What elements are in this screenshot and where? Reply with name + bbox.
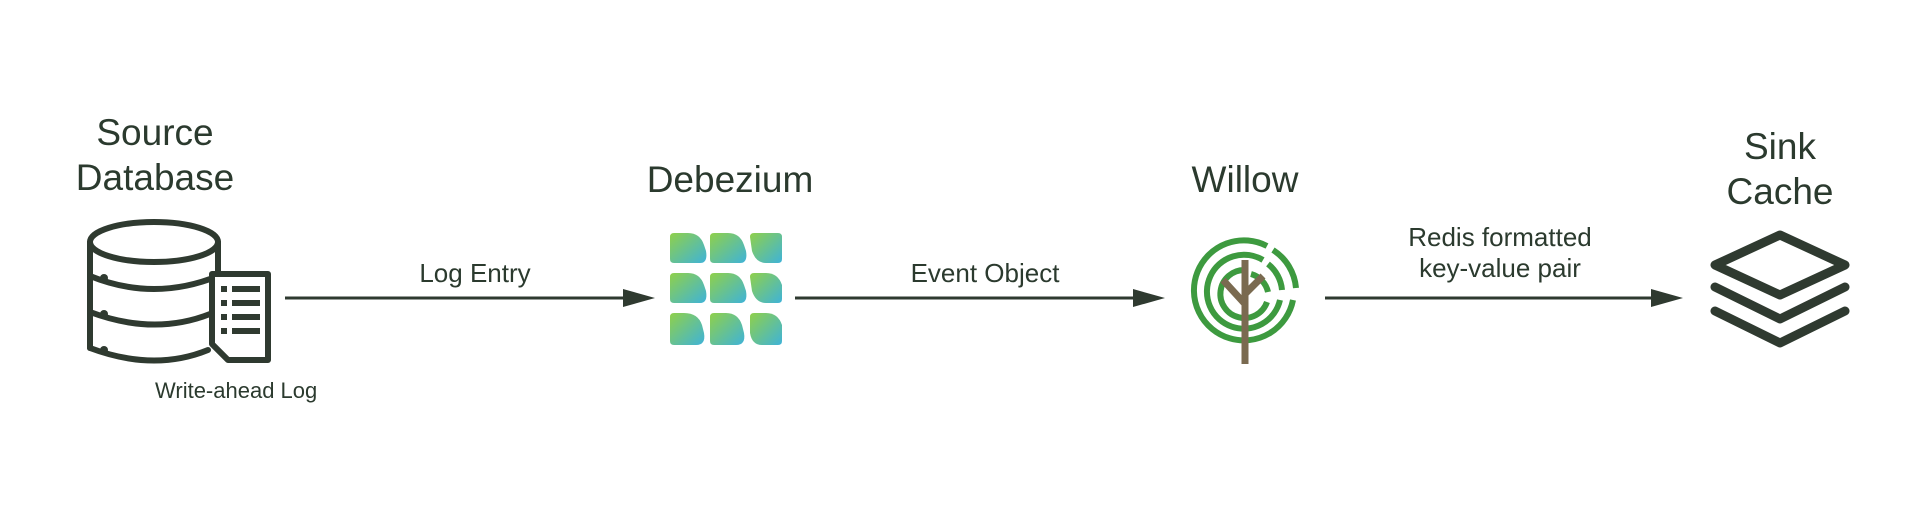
database-icon (87, 219, 271, 364)
debezium-title: Debezium (646, 159, 814, 200)
source-title-line1: Source (96, 112, 214, 153)
redis-label: Redis formatted key-value pair (1370, 222, 1630, 284)
log-entry-label: Log Entry (419, 258, 531, 288)
redis-label-line2: key-value pair (1419, 253, 1581, 283)
redis-label-line1: Redis formatted (1408, 222, 1592, 252)
sink-title-line1: Sink (1744, 126, 1816, 167)
source-title-line2: Database (75, 157, 235, 198)
willow-title: Willow (1191, 159, 1299, 200)
stacked-layers-icon (1710, 230, 1850, 348)
sink-cache-title: Sink Cache (1680, 124, 1880, 214)
willow-tree-logo-icon (1190, 237, 1299, 364)
arrow-log-entry (285, 289, 655, 307)
write-ahead-log-label: Write-ahead Log (155, 378, 318, 403)
debezium-logo-icon (670, 233, 782, 345)
event-object-label: Event Object (910, 258, 1060, 288)
arrow-event-object (795, 289, 1165, 307)
arrow-redis (1325, 289, 1683, 307)
sink-title-line2: Cache (1726, 171, 1834, 212)
source-database-title: Source Database (50, 110, 260, 200)
